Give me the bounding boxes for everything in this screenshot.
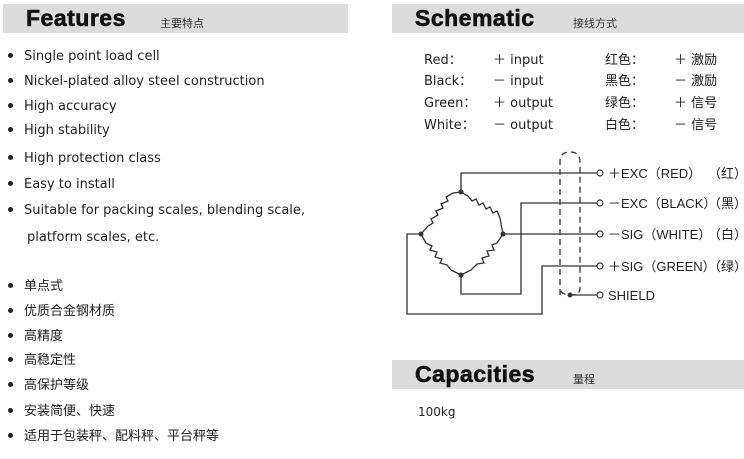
terminal-label: ＋SIG（GREEN）: [608, 259, 716, 274]
schematic-header: Schematic 接线方式: [392, 4, 744, 33]
terminal-label-cn: （红）: [708, 166, 744, 181]
terminal-label-cn: （白）: [708, 227, 744, 242]
terminal-circles: [596, 169, 604, 299]
resistor: [460, 191, 504, 235]
legend-color: Red：: [424, 53, 462, 68]
legend-color-cn: 白色：: [605, 118, 645, 133]
features-header: Features 主要特点: [3, 4, 348, 33]
schematic-subtitle: 接线方式: [573, 17, 617, 30]
legend-function-cn: － 信号: [674, 118, 718, 133]
list-item: High protection class: [8, 151, 161, 166]
list-item: High stability: [8, 123, 110, 138]
legend-color-cn: 绿色：: [605, 96, 645, 111]
legend-function: － output: [493, 118, 554, 133]
legend-function: ＋ output: [493, 96, 554, 111]
terminal-label-cn: （黑）: [708, 196, 744, 211]
capacity-value: 100kg: [418, 405, 456, 419]
wire-red: [460, 172, 597, 192]
list-item: High accuracy: [8, 99, 117, 114]
capacities-subtitle: 量程: [573, 373, 595, 386]
legend-function-cn: － 激励: [674, 74, 718, 89]
schematic-title: Schematic: [415, 5, 535, 32]
terminal-label: ＋EXC（RED）: [608, 166, 701, 181]
list-item: Single point load cell: [8, 49, 160, 64]
legend-color-cn: 红色：: [605, 53, 645, 68]
list-item: Nickel-plated alloy steel construction: [8, 74, 265, 89]
list-item: 安装简便、快速: [8, 400, 115, 419]
list-item: 单点式: [8, 275, 63, 294]
wire-green: [406, 233, 597, 315]
list-item: 高稳定性: [8, 349, 76, 368]
legend-function-cn: ＋ 信号: [674, 96, 718, 111]
list-item: 优质合金钢材质: [8, 300, 115, 319]
terminal-label: －SIG（WHITE）: [608, 227, 711, 242]
list-item: Easy to install: [8, 177, 115, 192]
resistor: [420, 233, 462, 276]
features-subtitle: 主要特点: [160, 17, 204, 30]
legend-function: ＋ input: [493, 53, 544, 68]
legend-color: White：: [424, 118, 475, 133]
shield-loop: [559, 151, 581, 296]
list-item: 高保护等级: [8, 374, 89, 393]
list-item: 适用于包装秤、配料秤、平台秤等: [8, 425, 219, 444]
list-item: 高精度: [8, 325, 63, 344]
terminal-label-cn: （绿）: [708, 259, 744, 274]
wire-black: [460, 202, 597, 295]
legend-function: － input: [493, 74, 544, 89]
terminal-label: SHIELD: [608, 288, 655, 303]
resistor: [460, 233, 504, 276]
features-title: Features: [26, 5, 126, 32]
legend-function-cn: ＋ 激励: [674, 53, 718, 68]
legend-color-cn: 黑色：: [605, 74, 645, 89]
capacities-title: Capacities: [415, 361, 536, 388]
resistor: [420, 191, 462, 235]
list-item-continuation: platform scales, etc.: [27, 230, 160, 245]
capacities-header: Capacities 量程: [392, 360, 744, 389]
list-item: Suitable for packing scales, blending sc…: [8, 203, 305, 218]
legend-color: Black：: [424, 74, 473, 89]
legend-color: Green：: [424, 96, 477, 111]
terminal-label: －EXC（BLACK）: [608, 196, 716, 211]
